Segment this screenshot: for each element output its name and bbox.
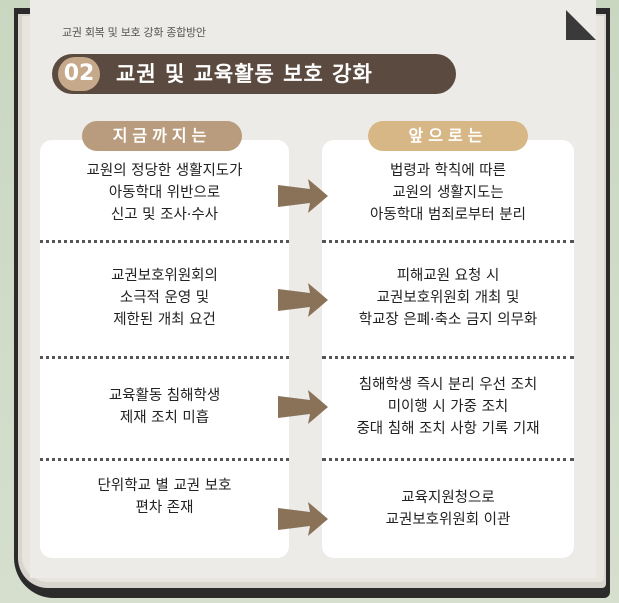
row-divider bbox=[40, 356, 289, 359]
before-item-3: 교육활동 침해학생 제재 조치 미흡 bbox=[108, 388, 221, 426]
after-column-header: 앞으로는 bbox=[368, 121, 528, 151]
after-item-1: 법령과 학칙에 따른 교원의 생활지도는 아동학대 범죄로부터 분리 bbox=[370, 163, 526, 223]
right-arrow-icon bbox=[278, 502, 328, 536]
row-divider bbox=[322, 356, 574, 359]
before-column-header: 지금까지는 bbox=[82, 121, 242, 151]
row-divider bbox=[40, 458, 289, 461]
section-header-badge bbox=[52, 54, 456, 94]
after-item-3: 침해학생 즉시 분리 우선 조치 미이행 시 가중 조치 중대 침해 조치 사항… bbox=[356, 377, 540, 437]
before-card bbox=[40, 140, 289, 558]
after-card bbox=[322, 140, 574, 558]
before-item-1: 교원의 정당한 생활지도가 아동학대 위반으로 신고 및 조사·수사 bbox=[86, 163, 243, 223]
section-number: 02 bbox=[58, 57, 100, 91]
section-title: 교권 및 교육활동 보호 강화 bbox=[116, 62, 373, 86]
after-item-2: 피해교원 요청 시 교권보호위원회 개최 및 학교장 은폐·축소 금지 의무화 bbox=[358, 268, 538, 328]
document-subtitle: 교권 회복 및 보호 강화 종합방안 bbox=[62, 26, 206, 39]
after-item-4: 교육지원청으로 교권보호위원회 이관 bbox=[385, 490, 511, 528]
row-divider bbox=[40, 240, 289, 243]
right-arrow-icon bbox=[278, 283, 328, 317]
row-divider bbox=[322, 240, 574, 243]
row-divider bbox=[322, 458, 574, 461]
before-item-2: 교권보호위원회의 소극적 운영 및 제한된 개최 요건 bbox=[111, 268, 218, 328]
right-arrow-icon bbox=[278, 390, 328, 424]
before-item-4: 단위학교 별 교권 보호 편차 존재 bbox=[97, 478, 232, 516]
right-arrow-icon bbox=[278, 179, 328, 213]
